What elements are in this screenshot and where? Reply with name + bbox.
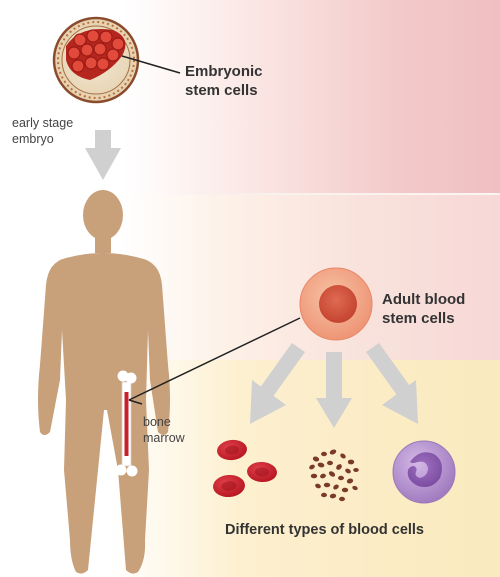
early-stage-label-line-2: embryo [12,132,54,146]
white-blood-cell [392,440,456,504]
embryonic-label-line-2: stem cells [185,82,258,99]
early-stage-label-line-1: early stage [12,116,74,130]
early-stage-embryo-label: early stage embryo [12,115,73,147]
embryonic-label-line-1: Embryonic [185,63,263,80]
bone-marrow-label-line-1: bone [143,415,171,429]
section-divider [170,193,500,195]
embryonic-stem-cells-label: Embryonic stem cells [185,62,263,100]
adult-blood-stem-cells-label: Adult blood stem cells [382,290,465,328]
blood-cell-types-label: Different types of blood cells [225,522,424,538]
adult-stem-leader-line [128,317,301,401]
differentiation-arrows [250,343,418,428]
arrow-to-white-cell-icon [366,343,418,424]
bone-marrow-label: bone marrow [143,414,185,446]
embryonic-stem-cells-cluster [66,29,126,81]
adult-label-line-1: Adult blood [382,291,466,308]
bone-marrow-label-line-2: marrow [143,431,185,445]
platelets [309,449,359,502]
red-blood-cells [213,439,277,498]
adult-label-line-2: stem cells [382,310,455,327]
embryo [52,16,181,104]
adult-blood-stem-cell [299,267,373,341]
embryonic-leader-line [121,55,181,74]
bone-marrow-leader-line [128,399,143,405]
bone-marrow [124,392,129,456]
down-arrow-icon [85,130,121,180]
femur-bone [115,370,138,477]
arrow-to-red-cells-icon [250,343,305,424]
human-body [38,190,170,574]
arrow-to-platelets-icon [316,352,352,428]
